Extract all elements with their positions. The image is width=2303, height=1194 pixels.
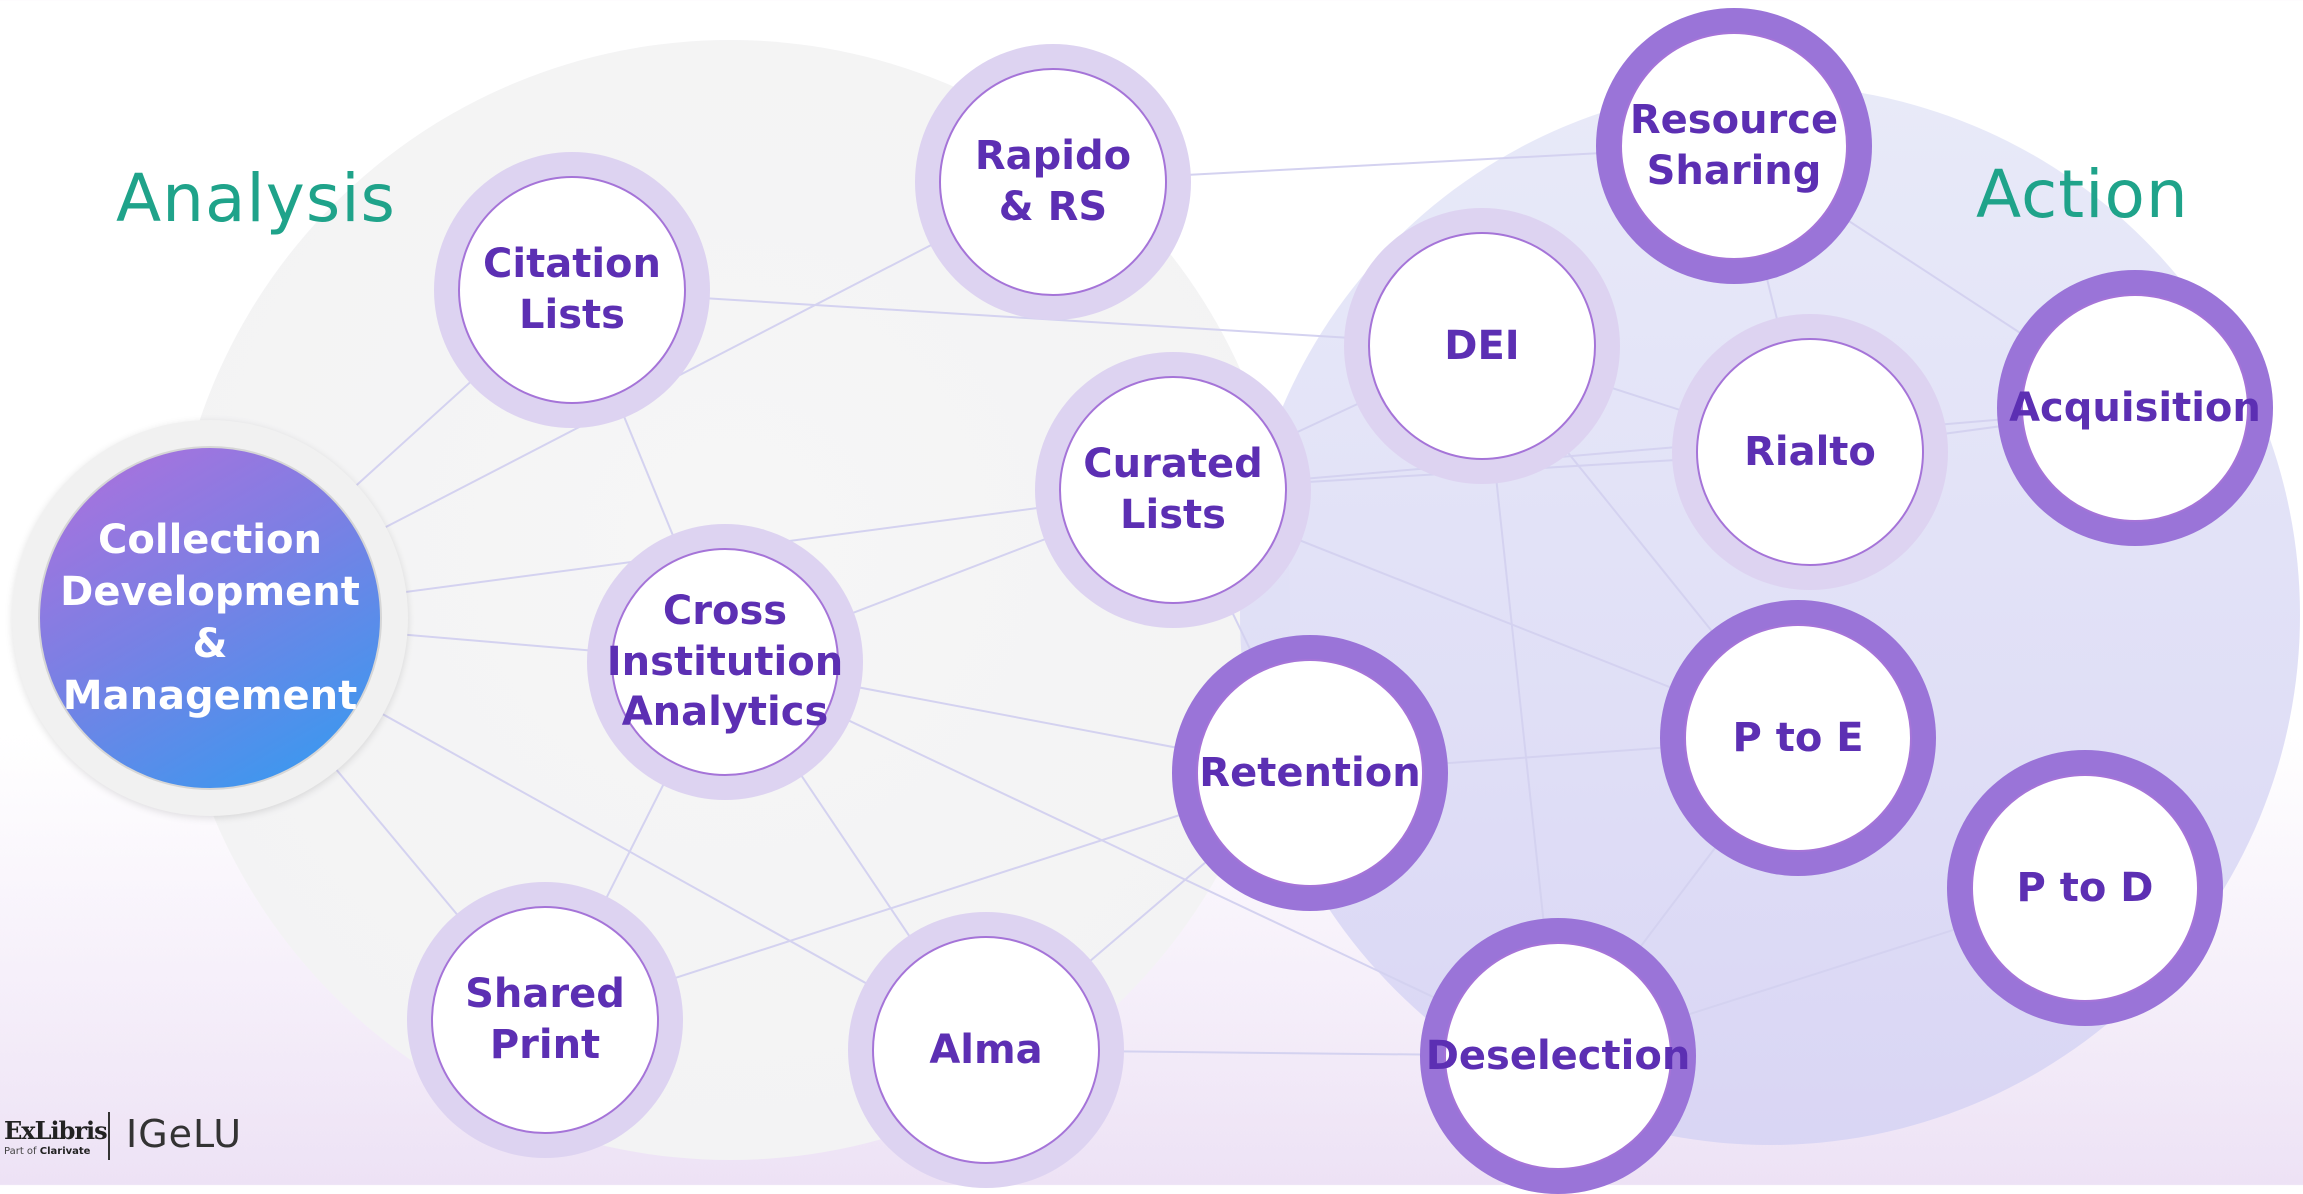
node-label: Rapido & RS (974, 133, 1132, 230)
node-rapido-rs[interactable]: Rapido & RS (915, 44, 1191, 320)
node-retention[interactable]: Retention (1172, 635, 1448, 911)
node-label: Retention (1199, 749, 1421, 796)
hub-line-1: Collection (98, 517, 322, 563)
node-label: Curated Lists (1083, 441, 1263, 538)
node-p-to-d[interactable]: P to D (1947, 750, 2223, 1026)
igelu-logo: IGeLU (126, 1112, 243, 1156)
node-deselection[interactable]: Deselection (1420, 918, 1696, 1194)
part-of-text: Part of (4, 1146, 37, 1157)
node-cross-institution-analytics[interactable]: Cross Institution Analytics (587, 524, 863, 800)
analysis-zone-label: Analysis (116, 160, 396, 237)
exlibris-subtitle: Part of Clarivate (4, 1146, 90, 1157)
node-label: DEI (1444, 322, 1520, 369)
node-resource-sharing[interactable]: Resource Sharing (1596, 8, 1872, 284)
node-label: Shared Print (465, 971, 625, 1068)
hub-line-2: Development (60, 569, 360, 615)
hub-line-4: Management (62, 673, 358, 719)
node-label: Cross Institution Analytics (606, 587, 844, 736)
node-label: P to D (2016, 864, 2154, 911)
node-label: Deselection (1425, 1032, 1691, 1079)
node-shared-print[interactable]: Shared Print (407, 882, 683, 1158)
collection-development-hub[interactable]: Collection Development & Management (12, 420, 408, 816)
connector-cit-dei (571, 289, 1483, 347)
node-p-to-e[interactable]: P to E (1660, 600, 1936, 876)
node-rialto[interactable]: Rialto (1672, 314, 1948, 590)
clarivate-text: Clarivate (39, 1146, 91, 1157)
node-acquisition[interactable]: Acquisition (1997, 270, 2273, 546)
node-label: Acquisition (2009, 384, 2261, 431)
node-curated-lists[interactable]: Curated Lists (1035, 352, 1311, 628)
node-label: Citation Lists (483, 241, 661, 338)
connector-cur-acq (1172, 407, 2136, 491)
hub-line-3: & (192, 621, 228, 667)
node-label: P to E (1732, 714, 1864, 761)
action-zone-label: Action (1976, 156, 2189, 233)
node-citation-lists[interactable]: Citation Lists (434, 152, 710, 428)
node-label: Resource Sharing (1629, 97, 1839, 194)
hub-label: Collection Development & Management (60, 514, 360, 722)
connector-cross-desel (724, 661, 1559, 1057)
logo-divider (108, 1112, 110, 1160)
node-dei[interactable]: DEI (1344, 208, 1620, 484)
node-label: Alma (929, 1026, 1043, 1073)
node-alma[interactable]: Alma (848, 912, 1124, 1188)
node-label: Rialto (1744, 428, 1876, 475)
exlibris-logo: ExLibris (4, 1116, 108, 1145)
